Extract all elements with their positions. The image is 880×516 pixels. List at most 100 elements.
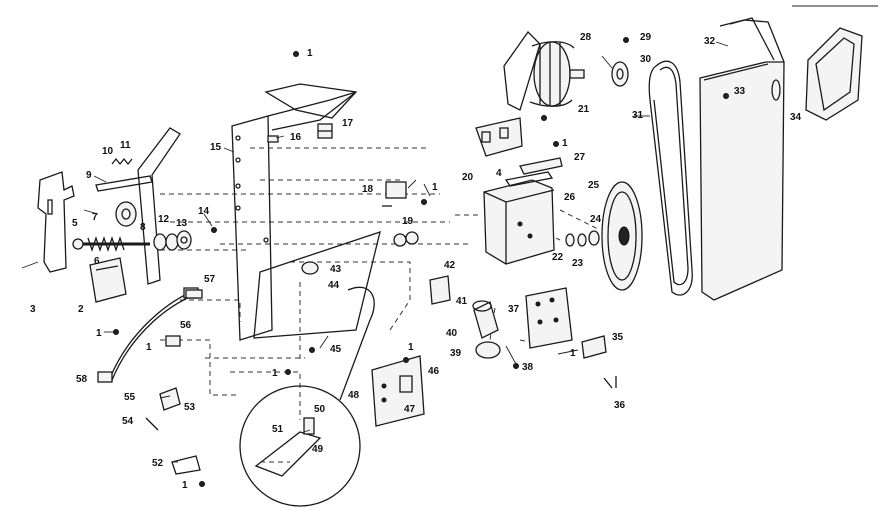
part-6-rod-spring xyxy=(72,235,150,253)
callout-29: 29 xyxy=(640,32,652,43)
parts-12-13-washers xyxy=(153,230,192,251)
part-32-rear-housing xyxy=(699,17,785,301)
lever-bracket xyxy=(137,127,181,285)
callout-35: 35 xyxy=(612,332,624,343)
part-44-wire xyxy=(339,286,375,401)
callout-5: 5 xyxy=(72,218,78,229)
part-8-pulley xyxy=(115,201,137,227)
part-28-motor xyxy=(503,30,585,111)
callout-10: 10 xyxy=(102,146,114,157)
callout-30: 30 xyxy=(640,54,652,65)
callout-38: 38 xyxy=(522,362,534,373)
part-25-drive-pulley xyxy=(601,181,643,291)
callout-1-i: 1 xyxy=(146,342,152,353)
part-53-switch xyxy=(159,387,181,411)
part-39-clamp xyxy=(475,341,501,359)
part-15-main-plate xyxy=(231,83,381,341)
callout-45: 45 xyxy=(330,344,342,355)
callout-12: 12 xyxy=(158,214,170,225)
callout-48: 48 xyxy=(348,390,360,401)
part-31-belt xyxy=(648,60,693,296)
part-9-arm xyxy=(95,157,153,192)
callout-44: 44 xyxy=(328,280,340,291)
part-54-screw xyxy=(145,417,159,431)
callout-1-h: 1 xyxy=(570,348,576,359)
callout-28: 28 xyxy=(580,32,592,43)
callout-27: 27 xyxy=(574,152,586,163)
part-43-switch xyxy=(301,261,319,275)
callout-1-b: 1 xyxy=(96,328,102,339)
part-4-bracket xyxy=(504,171,554,187)
callout-51: 51 xyxy=(272,424,284,435)
callout-49: 49 xyxy=(312,444,324,455)
callout-42: 42 xyxy=(444,260,456,271)
callout-33: 33 xyxy=(734,86,746,97)
part-16-clip xyxy=(267,135,279,143)
callout-47: 47 xyxy=(404,404,416,415)
part-40-capacitor xyxy=(472,300,499,339)
callout-3: 3 xyxy=(30,304,36,315)
callout-15: 15 xyxy=(210,142,222,153)
callout-56: 56 xyxy=(180,320,192,331)
callout-1-e: 1 xyxy=(562,138,568,149)
screws xyxy=(113,37,729,487)
callout-7: 7 xyxy=(92,212,98,223)
callout-8: 8 xyxy=(140,222,146,233)
callout-13: 13 xyxy=(176,218,188,229)
part-57-connector xyxy=(185,289,203,299)
callout-50: 50 xyxy=(314,404,326,415)
callout-53: 53 xyxy=(184,402,196,413)
callout-1-g: 1 xyxy=(408,342,414,353)
callout-9: 9 xyxy=(86,170,92,181)
part-34-cover xyxy=(805,27,863,121)
part-26-gear-housing xyxy=(483,179,555,265)
callout-39: 39 xyxy=(450,348,462,359)
callout-21: 21 xyxy=(578,104,590,115)
callout-58: 58 xyxy=(76,374,88,385)
callout-24: 24 xyxy=(590,214,602,225)
callout-34: 34 xyxy=(790,112,802,123)
callout-37: 37 xyxy=(508,304,520,315)
callout-23: 23 xyxy=(572,258,584,269)
callout-4: 4 xyxy=(496,168,502,179)
callout-57: 57 xyxy=(204,274,216,285)
parts-22-24-washers xyxy=(565,230,600,247)
callout-22: 22 xyxy=(552,252,564,263)
callout-1-d: 1 xyxy=(432,182,438,193)
callout-54: 54 xyxy=(122,416,134,427)
callout-32: 32 xyxy=(704,36,716,47)
callout-19: 19 xyxy=(402,216,414,227)
callout-1: 1 xyxy=(307,48,313,59)
part-58-power-cord xyxy=(97,287,199,383)
callout-6: 6 xyxy=(94,256,100,267)
part-42-bracket xyxy=(429,275,451,305)
part-18-relay xyxy=(382,181,407,207)
callout-18: 18 xyxy=(362,184,374,195)
assembly-dashed-lines xyxy=(160,147,601,420)
callout-26: 26 xyxy=(564,192,576,203)
callout-1-c: 1 xyxy=(182,480,188,491)
callout-25: 25 xyxy=(588,180,600,191)
callout-55: 55 xyxy=(124,392,136,403)
part-37-circuit-board xyxy=(525,287,573,349)
part-36-screws xyxy=(603,376,617,389)
part-3-side-bracket xyxy=(37,171,75,273)
callout-46: 46 xyxy=(428,366,440,377)
callout-16: 16 xyxy=(290,132,302,143)
callout-11: 11 xyxy=(120,140,131,151)
callout-2: 2 xyxy=(78,304,84,315)
part-20-motor-bracket xyxy=(475,117,523,157)
callout-43: 43 xyxy=(330,264,342,275)
callout-52: 52 xyxy=(152,458,164,469)
part-2-cover xyxy=(89,257,127,303)
part-56-clamp xyxy=(165,335,181,347)
detail-circle xyxy=(239,385,361,507)
callout-labels: 1 2 3 4 5 6 7 8 9 10 11 12 13 14 15 16 1… xyxy=(30,32,802,491)
part-17-switch xyxy=(317,123,333,139)
callout-1-f: 1 xyxy=(272,368,278,379)
callout-41: 41 xyxy=(456,296,468,307)
part-47-terminal-board xyxy=(371,355,425,427)
callout-31: 31 xyxy=(632,110,644,121)
part-27-clip xyxy=(519,157,563,175)
